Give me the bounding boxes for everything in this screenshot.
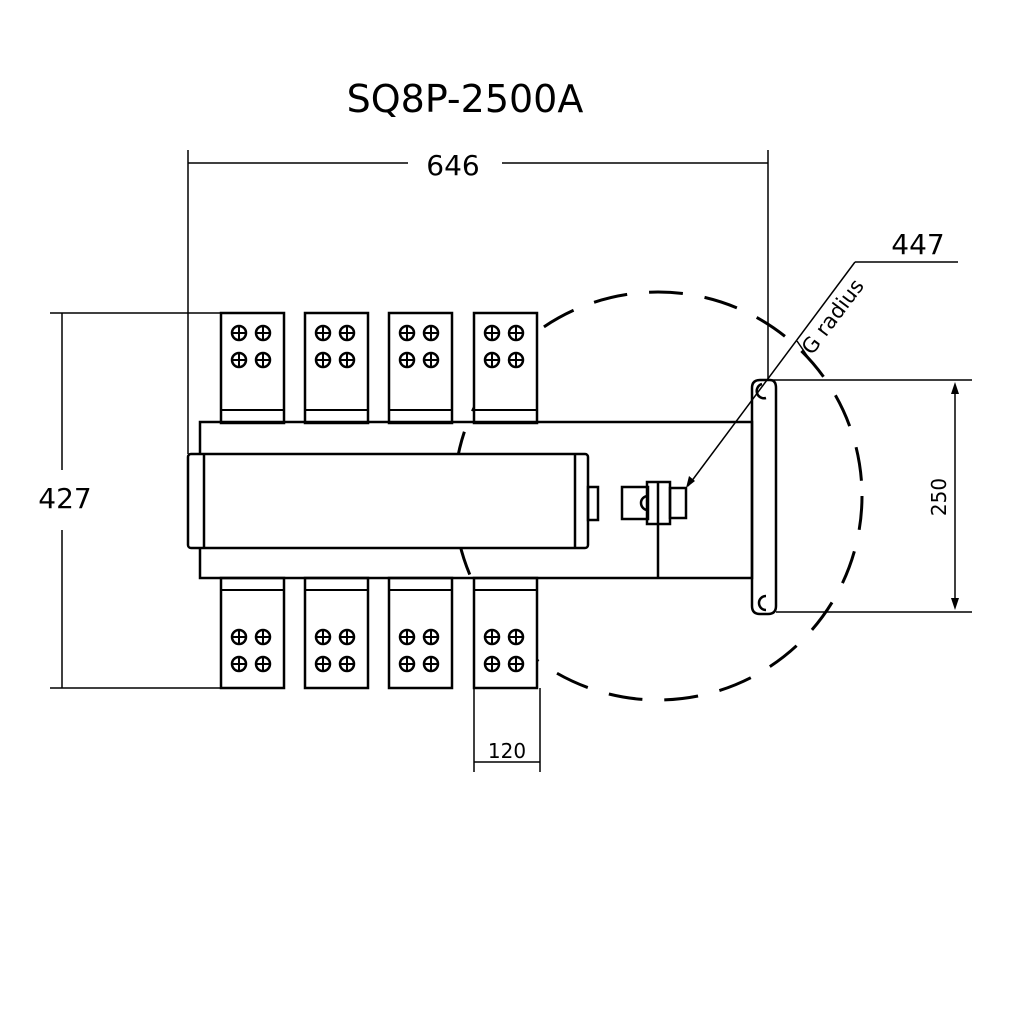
bolt-icon	[254, 351, 272, 369]
terminal-width-label: 120	[488, 739, 526, 763]
bolt-icon	[483, 324, 501, 342]
terminal-width-dimension: 120	[473, 688, 541, 772]
radius-text-label: G radius	[797, 274, 869, 359]
plate-height-dimension: 250	[760, 379, 972, 613]
plate-height-label: 250	[927, 478, 951, 516]
switch-body	[186, 452, 590, 550]
bolt-icon	[230, 351, 248, 369]
handle-mechanism	[620, 480, 688, 578]
bolt-icon	[254, 655, 272, 673]
bolt-icon	[422, 324, 440, 342]
terminal-bottom	[303, 576, 370, 690]
terminal-top	[303, 311, 370, 425]
bolt-icon	[338, 324, 356, 342]
bolt-icon	[254, 324, 272, 342]
radius-leader: 447 G radius	[686, 228, 958, 488]
bolt-icon	[254, 628, 272, 646]
bolt-icon	[398, 351, 416, 369]
terminal-bottom	[472, 576, 539, 690]
bolt-icon	[230, 324, 248, 342]
bolt-icon	[422, 351, 440, 369]
terminal-top	[472, 311, 539, 425]
mounting-plate	[750, 378, 778, 616]
bolt-icon	[422, 655, 440, 673]
width-label: 646	[426, 149, 479, 182]
bolt-icon	[398, 628, 416, 646]
bolt-icon	[338, 655, 356, 673]
bolt-icon	[314, 351, 332, 369]
bolt-icon	[338, 351, 356, 369]
bolt-icon	[338, 628, 356, 646]
bolt-icon	[398, 324, 416, 342]
height-label: 427	[38, 482, 91, 515]
width-dimension: 646	[187, 149, 769, 454]
bolt-icon	[483, 655, 501, 673]
bolt-icon	[507, 351, 525, 369]
drawing-title: SQ8P-2500A	[347, 77, 584, 121]
bolt-icon	[230, 655, 248, 673]
terminal-top	[387, 311, 454, 425]
bolt-icon	[314, 324, 332, 342]
body-tab	[586, 485, 600, 522]
bolt-icon	[398, 655, 416, 673]
bolt-icon	[483, 351, 501, 369]
terminals	[219, 311, 539, 690]
terminal-top	[219, 311, 286, 425]
bolt-icon	[314, 655, 332, 673]
height-dimension: 427	[38, 312, 221, 689]
bolt-icon	[483, 628, 501, 646]
bolt-icon	[507, 655, 525, 673]
terminal-bottom	[219, 576, 286, 690]
radius-value-label: 447	[891, 228, 944, 261]
bolt-icon	[507, 628, 525, 646]
bolt-icon	[314, 628, 332, 646]
terminal-bottom	[387, 576, 454, 690]
bolt-icon	[230, 628, 248, 646]
bolt-icon	[422, 628, 440, 646]
bolt-icon	[507, 324, 525, 342]
